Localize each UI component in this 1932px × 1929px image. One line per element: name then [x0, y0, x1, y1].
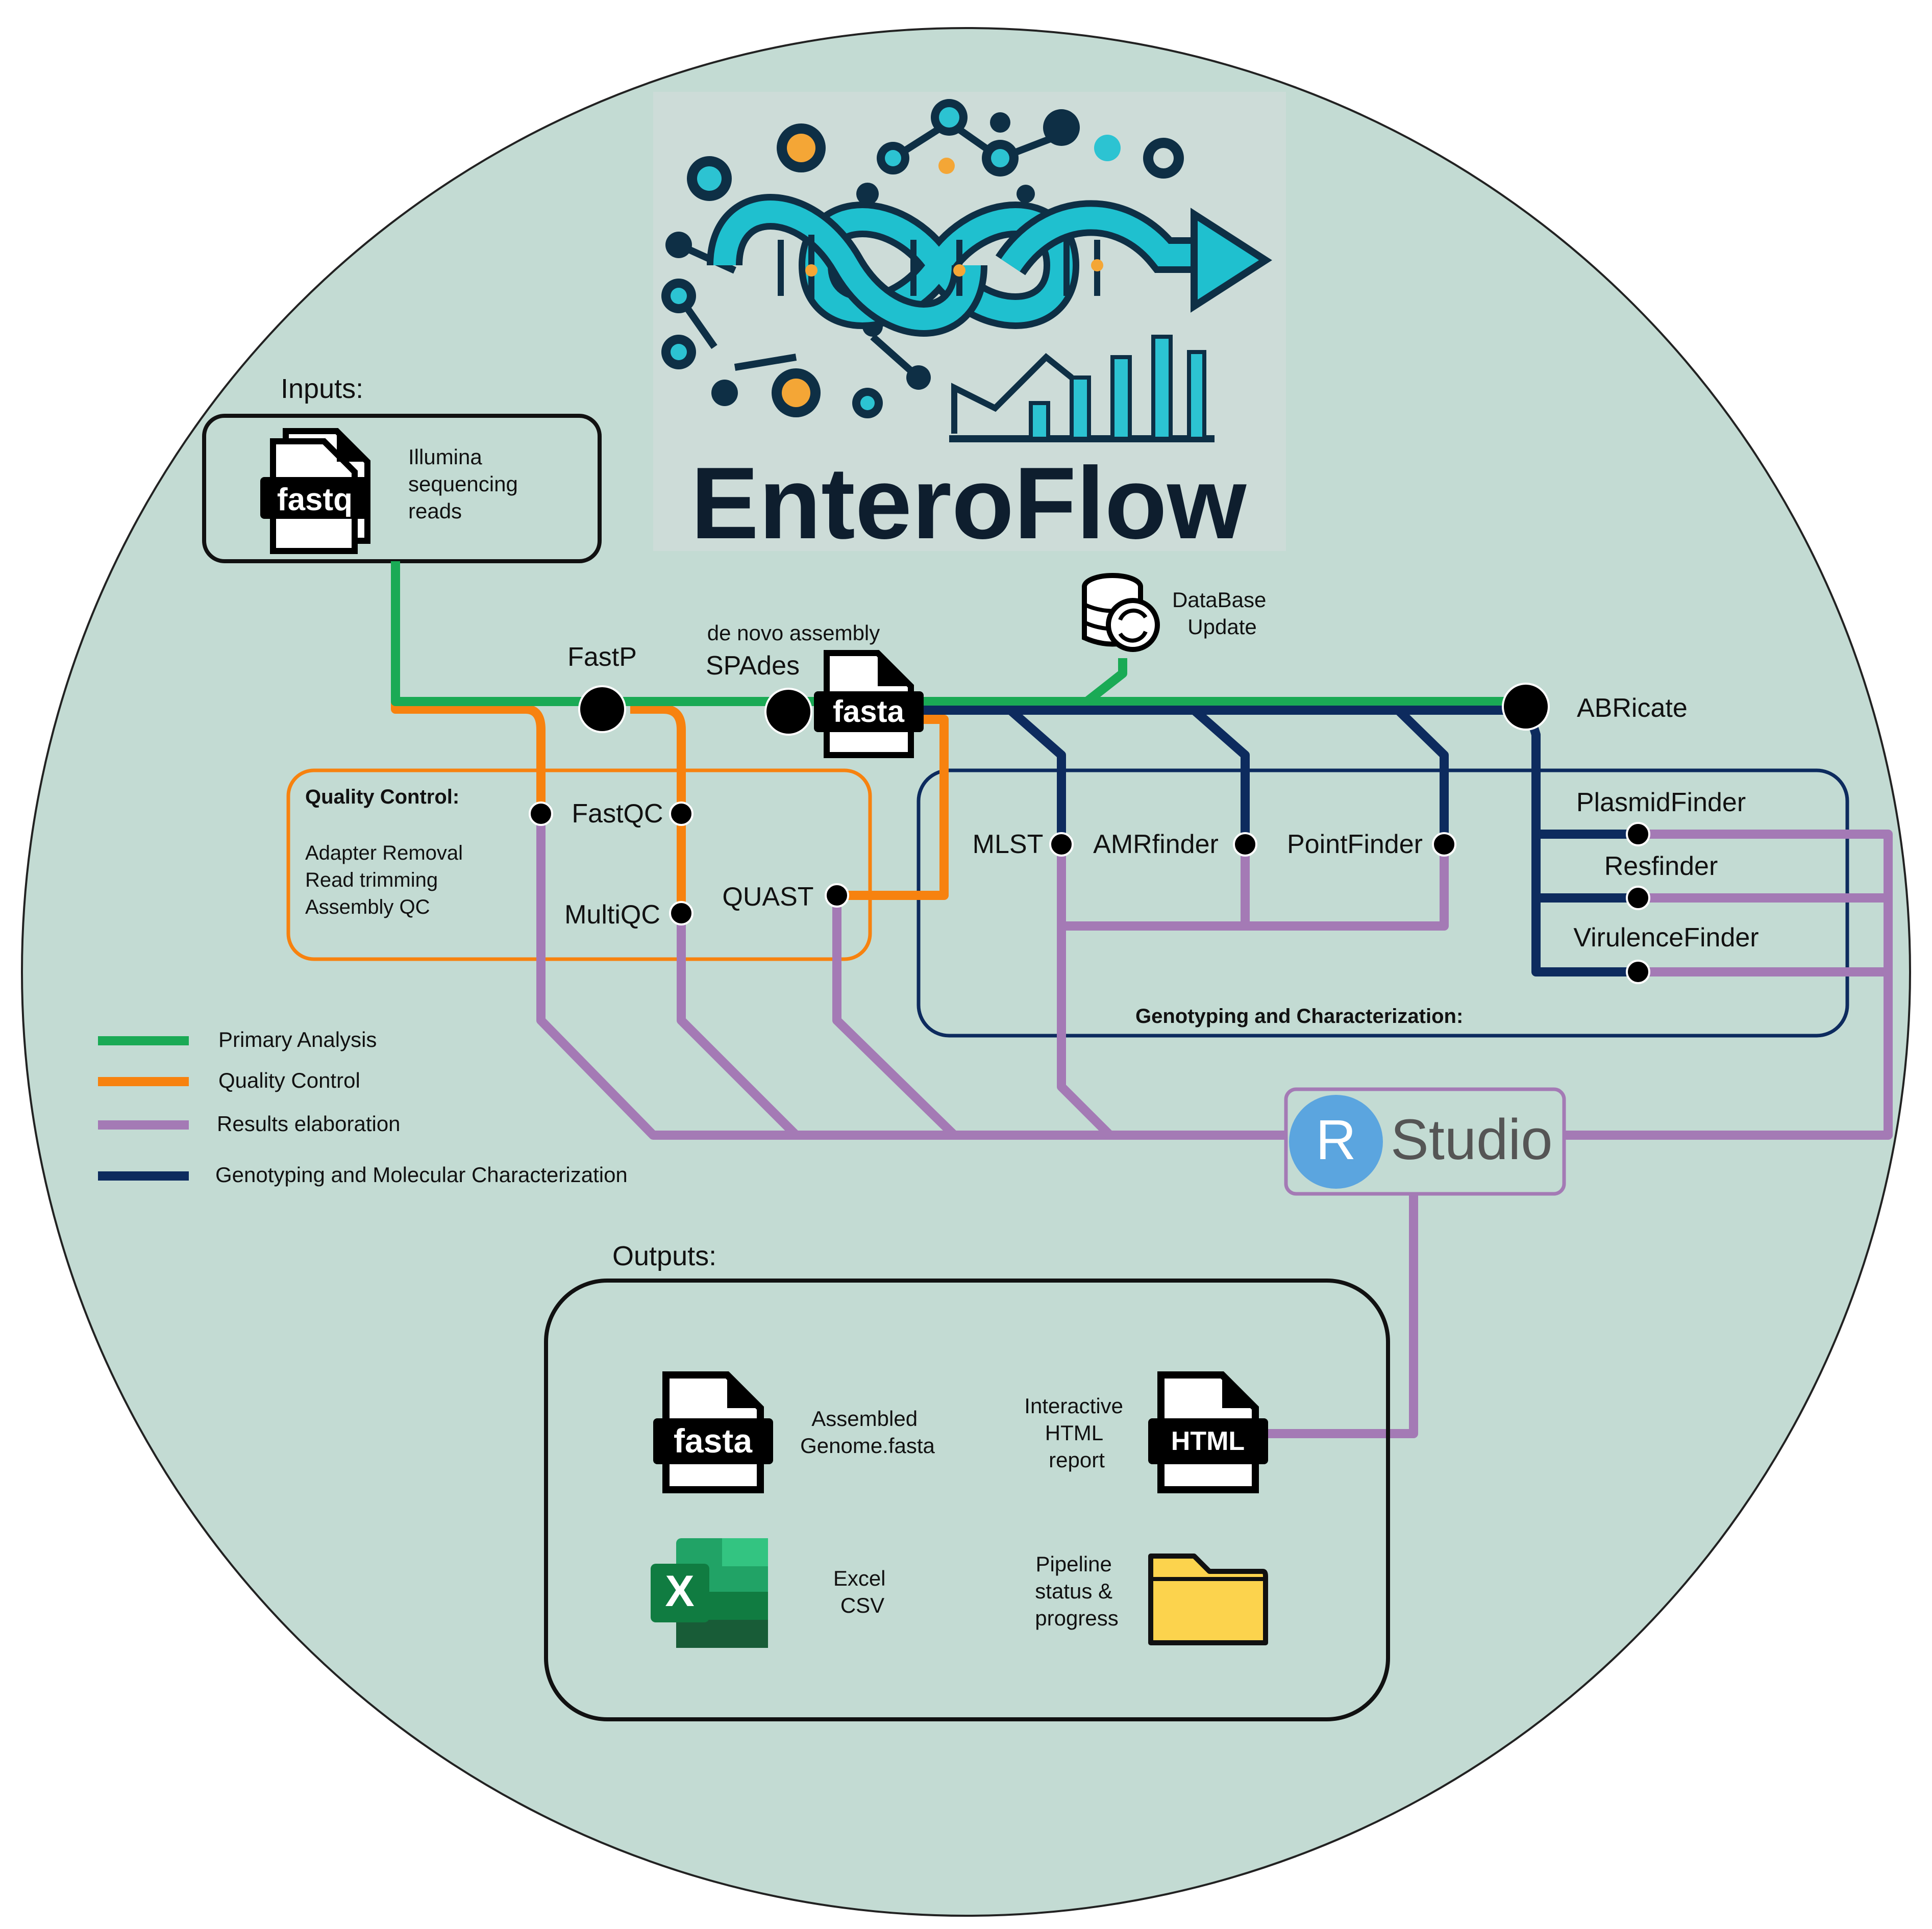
inputs-box: [202, 414, 602, 563]
database-update-icon: [1082, 573, 1160, 652]
multiqc-node: [669, 901, 693, 925]
pointfinder-node: [1432, 832, 1456, 857]
pipeline-nodes: [529, 683, 1650, 984]
outputs-box: [544, 1279, 1390, 1721]
plasmidfinder-label: PlasmidFinder: [1576, 788, 1746, 817]
legend-label-quality: Quality Control: [218, 1068, 360, 1092]
legend-label-primary: Primary Analysis: [218, 1028, 377, 1051]
mlst-label: MLST: [973, 830, 1044, 859]
output-html-icon: HTML: [1148, 1371, 1268, 1493]
amrfinder-label: AMRfinder: [1093, 830, 1219, 859]
output-fasta-label: Assembled Genome.fasta: [800, 1407, 935, 1458]
pointfinder-label: PointFinder: [1287, 830, 1423, 859]
enteroflow-logo: EnteroFlow: [653, 92, 1286, 560]
legend: Primary Analysis Quality Control Results…: [98, 1028, 628, 1187]
dot-icons: [661, 99, 1184, 418]
database-update-label: DataBase Update: [1172, 588, 1272, 639]
r-logo-icon: [1289, 1095, 1383, 1189]
rstudio-label: Studio: [1391, 1108, 1553, 1171]
multiqc-label: MultiQC: [564, 900, 660, 930]
folder-icon: [1148, 1554, 1268, 1645]
quast-label: QUAST: [722, 882, 813, 912]
genotyping-title: Genotyping and Characterization:: [1135, 1005, 1463, 1028]
output-html-badge: HTML: [1171, 1426, 1245, 1456]
results-lines: [536, 814, 1893, 1438]
output-fasta-icon: fasta: [653, 1371, 773, 1493]
quality-control-steps: Adapter Removal Read trimming Assembly Q…: [305, 842, 468, 918]
r-letter: R: [1316, 1109, 1356, 1171]
fasta-file-icon: fasta: [814, 650, 924, 758]
legend-label-genotyping: Genotyping and Molecular Characterizatio…: [215, 1163, 628, 1187]
outputs-heading: Outputs:: [612, 1241, 716, 1271]
virulencefinder-node: [1626, 960, 1650, 984]
plasmidfinder-node: [1626, 822, 1650, 846]
amrfinder-node: [1233, 832, 1257, 857]
inputs-description: Illumina sequencing reads: [408, 445, 524, 523]
fasta-badge: fasta: [833, 694, 905, 729]
dna-helix-icon: [707, 194, 1272, 337]
fastqc-label: FastQC: [572, 799, 663, 829]
bar-chart-icon: [949, 335, 1215, 442]
pipeline-status-label: Pipeline status & progress: [1035, 1552, 1118, 1630]
resfinder-node: [1626, 886, 1650, 910]
spades-label: SPAdes: [706, 651, 800, 681]
virulencefinder-label: VirulenceFinder: [1573, 923, 1758, 953]
quality-control-box: [286, 768, 872, 961]
excel-csv-label: Excel CSV: [833, 1566, 891, 1617]
spades-caption: de novo assembly: [707, 621, 880, 645]
genotyping-lines: [919, 706, 1638, 976]
fastq-badge: fastq: [277, 482, 353, 517]
fastp-label: FastP: [567, 642, 637, 672]
fastp-node: [578, 685, 626, 733]
quast-node: [825, 883, 849, 908]
legend-label-results: Results elaboration: [217, 1112, 401, 1136]
fastq-file-icon: fastq: [260, 428, 370, 554]
excel-icon: X: [651, 1538, 768, 1648]
output-fasta-badge: fasta: [674, 1422, 753, 1460]
logo-title: EnteroFlow: [691, 446, 1247, 560]
quality-lines: [391, 561, 949, 913]
background-circle: [21, 27, 1911, 1917]
mlst-node: [1049, 832, 1074, 857]
fastqc-left-node: [529, 801, 553, 826]
fastqc-right-node: [669, 801, 693, 826]
rstudio-node: R Studio: [1284, 1087, 1566, 1196]
primary-lines: [391, 561, 1526, 706]
spades-node: [764, 688, 812, 736]
quality-control-title: Quality Control:: [305, 786, 459, 808]
genotyping-box: [917, 768, 1849, 1038]
abricate-label: ABRicate: [1577, 693, 1688, 723]
excel-letter: X: [665, 1567, 694, 1616]
abricate-node: [1502, 683, 1550, 731]
inputs-heading: Inputs:: [281, 373, 363, 404]
resfinder-label: Resfinder: [1604, 851, 1718, 881]
output-html-label: Interactive HTML report: [1024, 1394, 1129, 1472]
